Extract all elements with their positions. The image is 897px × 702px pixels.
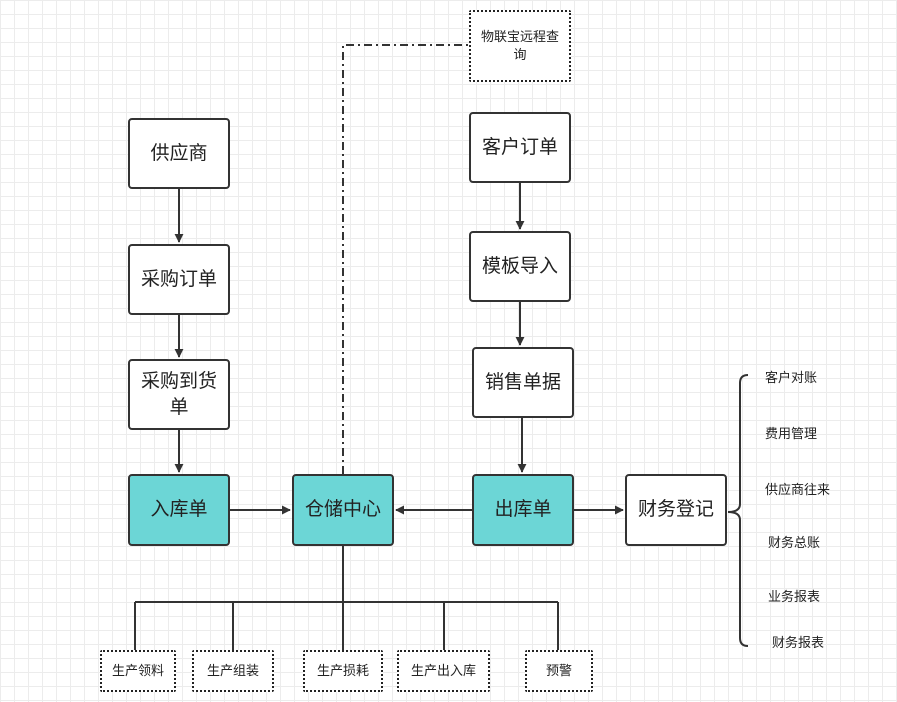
node-finance-label: 财务登记 bbox=[637, 499, 714, 520]
finance-item-general-ledger: 财务总账 bbox=[768, 535, 821, 550]
node-sales-doc[interactable]: 销售单据 bbox=[472, 347, 574, 418]
node-sales-doc-label: 销售单据 bbox=[484, 371, 561, 393]
node-purchase-arrival[interactable]: 采购到货单 bbox=[128, 359, 230, 430]
finance-brace bbox=[727, 374, 749, 647]
dashdot-link-iot bbox=[342, 44, 469, 474]
node-inbound[interactable]: 入库单 bbox=[128, 474, 230, 546]
bottom-item-label: 生产损耗 bbox=[316, 663, 369, 678]
bottom-item-label: 生产出入库 bbox=[410, 663, 476, 678]
finance-item-financial-report: 财务报表 bbox=[772, 635, 825, 650]
bottom-item-label: 生产领料 bbox=[111, 663, 164, 678]
node-supplier[interactable]: 供应商 bbox=[128, 118, 230, 189]
node-inbound-label: 入库单 bbox=[150, 499, 208, 520]
finance-item-expense-management: 费用管理 bbox=[765, 426, 818, 441]
bottom-item-warning[interactable]: 预警 bbox=[525, 650, 593, 692]
bottom-item-production-picking[interactable]: 生产领料 bbox=[100, 650, 176, 692]
finance-item-customer-reconciliation: 客户对账 bbox=[765, 370, 818, 385]
node-iot-query[interactable]: 物联宝远程查询 bbox=[469, 10, 571, 82]
bottom-item-production-loss[interactable]: 生产损耗 bbox=[303, 650, 383, 692]
node-outbound-label: 出库单 bbox=[494, 499, 552, 520]
node-outbound[interactable]: 出库单 bbox=[472, 474, 574, 546]
bottom-item-production-assembly[interactable]: 生产组装 bbox=[192, 650, 274, 692]
bottom-item-label: 预警 bbox=[545, 663, 572, 678]
node-template-import-label: 模板导入 bbox=[481, 255, 558, 277]
node-purchase-arrival-label: 采购到货单 bbox=[140, 370, 217, 418]
node-finance[interactable]: 财务登记 bbox=[625, 474, 727, 546]
node-purchase-order-label: 采购订单 bbox=[140, 268, 217, 290]
finance-item-supplier-dealings: 供应商往来 bbox=[765, 482, 831, 497]
node-warehouse-label: 仓储中心 bbox=[304, 499, 381, 520]
node-warehouse[interactable]: 仓储中心 bbox=[292, 474, 394, 546]
node-supplier-label: 供应商 bbox=[150, 142, 208, 164]
node-iot-query-label: 物联宝远程查询 bbox=[480, 29, 559, 62]
node-template-import[interactable]: 模板导入 bbox=[469, 231, 571, 302]
bottom-item-production-inout[interactable]: 生产出入库 bbox=[397, 650, 490, 692]
node-purchase-order[interactable]: 采购订单 bbox=[128, 244, 230, 315]
node-customer-order-label: 客户订单 bbox=[481, 136, 558, 158]
bottom-item-label: 生产组装 bbox=[206, 663, 259, 678]
node-customer-order[interactable]: 客户订单 bbox=[469, 112, 571, 183]
finance-item-business-report: 业务报表 bbox=[768, 589, 821, 604]
